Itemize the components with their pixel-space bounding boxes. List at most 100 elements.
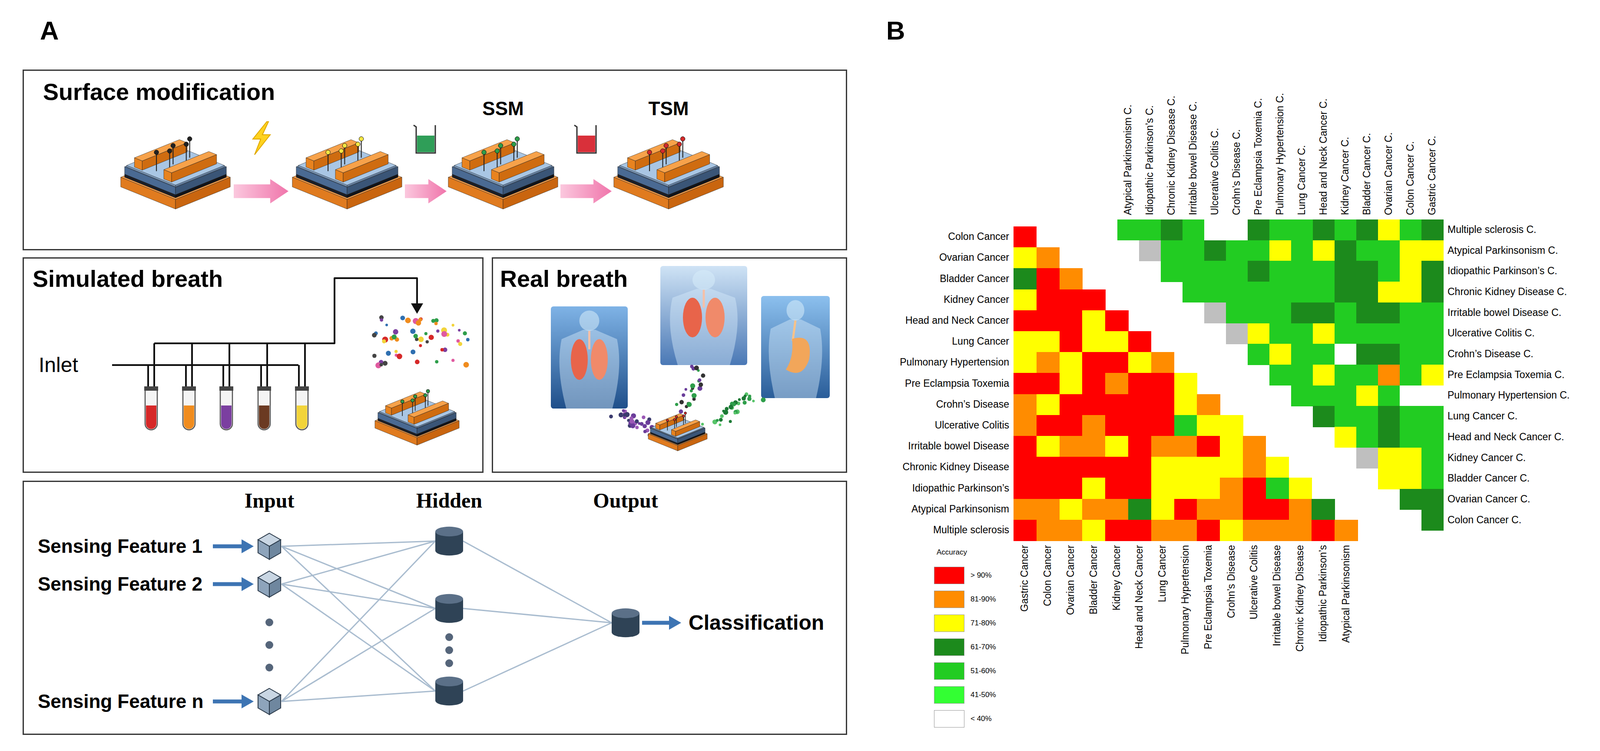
heatmap-cell — [1151, 414, 1175, 437]
heatmap-cell — [1013, 351, 1037, 374]
heatmap-cell — [1082, 456, 1106, 478]
breath-molecule — [635, 425, 639, 430]
cylinder-top — [611, 608, 640, 618]
heatmap-cell — [1399, 302, 1422, 324]
gas-molecule — [394, 349, 398, 353]
receptor-ball — [677, 142, 682, 147]
heatmap-cell — [1421, 467, 1444, 489]
beaker-glass — [413, 125, 436, 153]
heatmap-cell — [1421, 240, 1444, 262]
receptor-ball — [154, 149, 159, 155]
molecule-pillar — [172, 145, 174, 165]
heatmap-cell — [1356, 219, 1379, 241]
row-label: Colon Cancer C. — [1447, 514, 1522, 526]
tube-glass — [295, 388, 309, 430]
chip-electrode-side — [385, 405, 392, 416]
input-cube — [258, 570, 281, 597]
heatmap-cell — [1378, 281, 1401, 303]
heatmap-cell — [1247, 219, 1270, 241]
row-label: Idiopathic Parkinson’s — [912, 482, 1010, 494]
heatmap-cell — [1036, 456, 1060, 478]
heatmap-cell — [1174, 414, 1198, 437]
breath-molecule — [684, 387, 688, 391]
tube-glass — [258, 388, 271, 430]
breath-molecule — [691, 392, 697, 398]
test-tube — [219, 386, 234, 430]
heatmap-cell — [1105, 372, 1129, 395]
breath-molecule — [728, 419, 733, 423]
sensor-chip — [292, 136, 402, 209]
arrow-shaft — [212, 544, 243, 549]
heatmap-cell — [1421, 343, 1444, 365]
arrow-head — [241, 694, 254, 709]
gas-molecule — [418, 344, 422, 348]
receptor-ball — [684, 411, 687, 415]
input-arrow — [642, 615, 682, 630]
heatmap-cell — [1059, 435, 1083, 458]
trachea — [702, 289, 706, 308]
chip-electrode-side — [671, 429, 676, 437]
heatmap-cell — [1269, 281, 1292, 303]
heatmap-cell — [1128, 498, 1152, 521]
heatmap-cell — [1242, 519, 1266, 541]
legend-row: < 40% — [934, 706, 997, 731]
manifold-line — [112, 364, 299, 366]
chip-electrode-side — [655, 423, 660, 430]
heatmap-cell — [1288, 498, 1312, 521]
heatmap-cell — [1105, 414, 1129, 437]
gas-molecule — [457, 328, 461, 332]
gas-molecule — [441, 331, 448, 337]
column-label: Atypical Parkinsonism C. — [1122, 104, 1134, 216]
gas-molecule — [451, 358, 455, 362]
heatmap-cell — [1334, 364, 1357, 386]
manifold-line — [153, 343, 156, 387]
heatmap-cell — [1291, 240, 1314, 262]
heatmap-cell — [1265, 477, 1289, 499]
heatmap-cell — [1036, 247, 1060, 269]
receptor-ball — [342, 143, 347, 148]
heatmap-cell — [1291, 343, 1314, 365]
breath-molecule — [622, 409, 626, 413]
heatmap-cell — [1334, 302, 1357, 324]
heatmap-cell — [1219, 456, 1243, 478]
row-label: Pulmonary Hypertension — [899, 357, 1010, 368]
chip-electrode-side — [675, 421, 700, 437]
legend-row: 71-80% — [934, 610, 997, 635]
heatmap-cell — [1421, 426, 1444, 448]
gas-manifold — [112, 278, 424, 387]
heatmap-cell — [1059, 498, 1083, 521]
legend-swatch — [934, 566, 965, 584]
heatmap-cell — [1182, 281, 1205, 303]
heatmap-cell — [1356, 343, 1379, 365]
cube-face — [258, 539, 270, 560]
receptor-ball — [498, 143, 503, 148]
heatmap-cell — [1036, 394, 1060, 416]
receptor-ball — [511, 142, 517, 147]
heatmap-cell — [1269, 323, 1292, 345]
column-label: Gastric Cancer C. — [1426, 135, 1438, 216]
lightning-symbol — [252, 121, 271, 155]
molecule-pillar — [662, 150, 663, 170]
lung — [705, 297, 725, 338]
chip-electrode-side — [171, 154, 217, 183]
heatmap-cell — [1378, 302, 1401, 324]
heatmap-cell — [1421, 281, 1444, 303]
molecule-pillar — [424, 395, 426, 410]
manifold-line — [298, 364, 300, 387]
heatmap-cell — [1356, 364, 1379, 386]
network-link — [463, 608, 612, 623]
legend-swatch — [934, 638, 965, 656]
lung — [570, 338, 588, 380]
column-label: Crohn’s Disease — [1225, 544, 1237, 618]
network-link — [463, 540, 612, 623]
heatmap-cell — [1356, 405, 1379, 427]
heatmap-cell — [1378, 323, 1401, 345]
network-link — [281, 540, 436, 547]
molecule-pillar — [168, 150, 170, 170]
receptor-ball — [675, 415, 678, 418]
molecule-pillar — [357, 144, 359, 163]
legend-swatch — [934, 685, 965, 704]
heatmap-cell — [1059, 394, 1083, 416]
heatmap-cell — [1013, 414, 1037, 437]
